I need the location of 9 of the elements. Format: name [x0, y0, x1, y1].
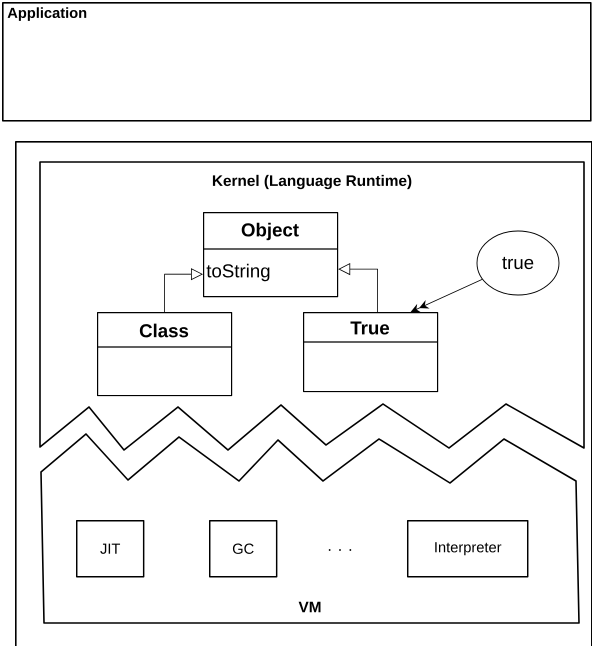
class-box: True: [303, 312, 438, 392]
component-box: JIT: [76, 520, 144, 578]
component-box: GC: [209, 520, 278, 578]
component-box: Interpreter: [407, 520, 528, 578]
frame-box: [15, 141, 592, 646]
class-box: Object toString: [203, 212, 338, 298]
application-box: Application: [2, 2, 592, 122]
ellipsis-text: . . .: [328, 549, 352, 551]
class-box: Class: [97, 312, 232, 396]
